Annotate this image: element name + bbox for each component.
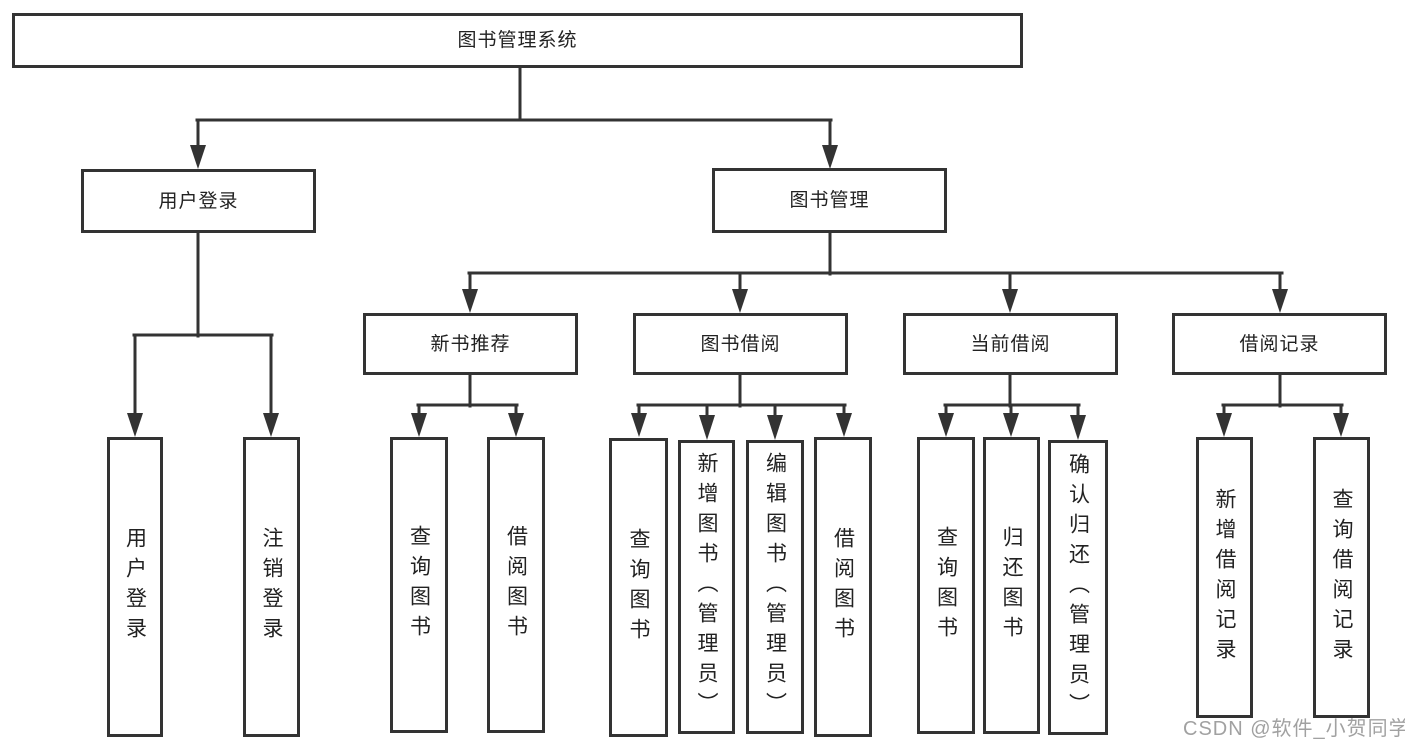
node-label: 借阅图书 xyxy=(504,525,528,645)
node-label: 注销登录 xyxy=(260,527,283,647)
leaf-add-books-admin: 新增图书（管理员） xyxy=(678,440,735,734)
leaf-query-borrow-record: 查询借阅记录 xyxy=(1313,437,1370,718)
node-book-management: 图书管理 xyxy=(712,168,947,233)
node-label: 用户登录 xyxy=(158,190,239,212)
node-root-library-system: 图书管理系统 xyxy=(12,13,1023,68)
csdn-watermark: CSDN @软件_小贺同学 xyxy=(1183,718,1405,740)
leaf-add-borrow-record: 新增借阅记录 xyxy=(1196,437,1253,718)
node-label: 查询图书 xyxy=(627,527,650,648)
node-label: 归还图书 xyxy=(1000,525,1023,646)
leaf-user-login: 用户登录 xyxy=(107,437,163,737)
leaf-query-books: 查询图书 xyxy=(917,437,975,734)
node-label: 借阅图书 xyxy=(831,527,855,647)
node-user-login: 用户登录 xyxy=(81,169,316,233)
node-current-borrowing: 当前借阅 xyxy=(903,313,1118,375)
leaf-logout: 注销登录 xyxy=(243,437,300,737)
leaf-query-books: 查询图书 xyxy=(609,438,668,737)
node-label: 图书借阅 xyxy=(700,333,781,355)
leaf-query-books: 查询图书 xyxy=(390,437,448,733)
node-book-borrowing: 图书借阅 xyxy=(633,313,848,375)
node-label: 用户登录 xyxy=(123,527,147,647)
node-label: 查询图书 xyxy=(934,525,958,646)
node-label: 编辑图书（管理员） xyxy=(763,452,787,722)
node-label: 查询图书 xyxy=(407,525,431,645)
node-label: 图书管理 xyxy=(789,190,870,211)
node-label: 当前借阅 xyxy=(970,333,1051,355)
leaf-borrow-books: 借阅图书 xyxy=(487,437,545,733)
node-label: 借阅记录 xyxy=(1239,333,1320,355)
node-label: 新增借阅记录 xyxy=(1213,487,1236,668)
node-label: 新增图书（管理员） xyxy=(695,452,718,722)
node-label: 确认归还（管理员） xyxy=(1066,452,1090,723)
leaf-edit-books-admin: 编辑图书（管理员） xyxy=(746,440,804,734)
node-new-book-recommend: 新书推荐 xyxy=(363,313,578,375)
leaf-return-books: 归还图书 xyxy=(983,437,1040,734)
node-label: 新书推荐 xyxy=(430,333,511,355)
leaf-borrow-books: 借阅图书 xyxy=(814,437,872,737)
node-label: 查询借阅记录 xyxy=(1330,487,1353,668)
node-borrowing-records: 借阅记录 xyxy=(1172,313,1387,375)
leaf-confirm-return-admin: 确认归还（管理员） xyxy=(1048,440,1108,735)
node-label: 图书管理系统 xyxy=(457,30,578,51)
